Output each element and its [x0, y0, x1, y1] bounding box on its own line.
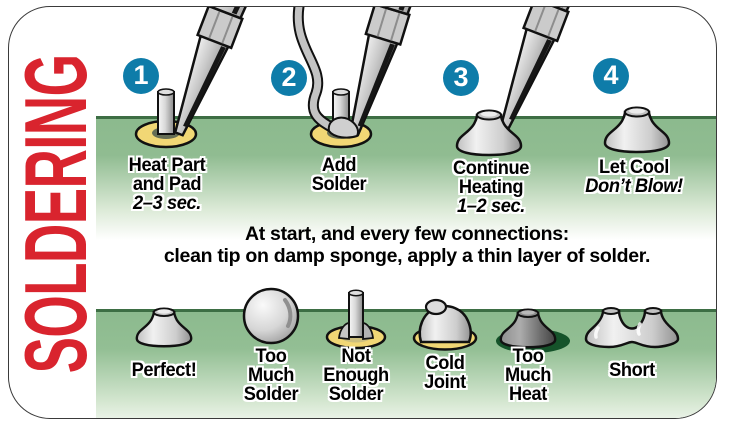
- result-label-line: Not: [341, 346, 371, 367]
- step-4-label-line: Let Cool: [599, 157, 669, 178]
- instruction-line-1: At start, and every few connections:: [244, 223, 570, 245]
- step-2-label: Add Solder: [272, 156, 406, 194]
- short-joint-icon: [584, 307, 680, 349]
- step-3-note: 1–2 sec.: [457, 196, 525, 217]
- maintenance-instruction: At start, and every few connections: cle…: [96, 223, 716, 267]
- result-label-line: Solder: [328, 384, 384, 405]
- step-3-badge: 3: [443, 60, 479, 96]
- solder-wire-icon: [292, 7, 337, 133]
- result-perfect-label: Perfect!: [102, 361, 227, 380]
- step-2-label-line: Solder: [311, 174, 367, 195]
- step-1-label-line: Heat Part: [128, 155, 206, 176]
- result-too-much-solder-label: Too Much Solder: [209, 347, 334, 404]
- instruction-line-2: clean tip on damp sponge, apply a thin l…: [163, 245, 651, 267]
- molten-solder-icon: [327, 116, 359, 139]
- step-1-badge: 1: [123, 58, 159, 94]
- result-short-label: Short: [570, 361, 695, 380]
- soldering-illustration: [134, 7, 680, 353]
- result-too-much-heat-label: Too Much Heat: [466, 347, 591, 404]
- result-label-line: Perfect!: [131, 360, 197, 381]
- result-cold-joint-label: Cold Joint: [383, 354, 508, 392]
- result-label-line: Much: [504, 365, 552, 386]
- perfect-joint-icon: [135, 307, 193, 348]
- result-label-line: Solder: [243, 384, 299, 405]
- step-1-number: 1: [133, 60, 149, 90]
- solder-cone-icon: [603, 106, 671, 154]
- cold-joint-icon: [412, 298, 478, 351]
- step-3-number: 3: [453, 62, 469, 92]
- step-3-label-line: Continue: [453, 158, 529, 179]
- too-much-heat-icon: [496, 308, 570, 353]
- solder-cone-icon: [455, 109, 523, 157]
- step-4-number: 4: [603, 60, 619, 90]
- result-label-line: Joint: [424, 372, 466, 393]
- result-label-line: Cold: [425, 353, 465, 374]
- result-not-enough-solder-label: Not Enough Solder: [294, 347, 419, 404]
- step-3-label-line: Heating: [458, 177, 524, 198]
- step-1-label: Heat Part and Pad 2–3 sec.: [100, 156, 234, 213]
- pin-and-pad-icon: [134, 88, 198, 149]
- result-label-line: Much: [247, 365, 295, 386]
- result-label-line: Too: [512, 346, 544, 367]
- step-4-note: Don’t Blow!: [585, 176, 683, 197]
- step-4-badge: 4: [593, 58, 629, 94]
- step-1-note: 2–3 sec.: [133, 193, 201, 214]
- step-2-number: 2: [281, 62, 297, 92]
- not-enough-solder-icon: [325, 289, 387, 350]
- result-label-line: Heat: [508, 384, 548, 405]
- step-3-label: Continue Heating 1–2 sec.: [424, 159, 558, 216]
- result-label-line: Enough: [323, 365, 389, 386]
- result-label-line: Too: [255, 346, 287, 367]
- result-label-line: Short: [609, 360, 655, 381]
- step-2-badge: 2: [271, 60, 307, 96]
- step-1-label-line: and Pad: [132, 174, 202, 195]
- step-2-label-line: Add: [321, 155, 357, 176]
- soldering-instruction-card: SOLDERING: [8, 6, 717, 419]
- too-much-solder-icon: [242, 287, 300, 345]
- step-4-label: Let Cool Don’t Blow!: [567, 158, 701, 196]
